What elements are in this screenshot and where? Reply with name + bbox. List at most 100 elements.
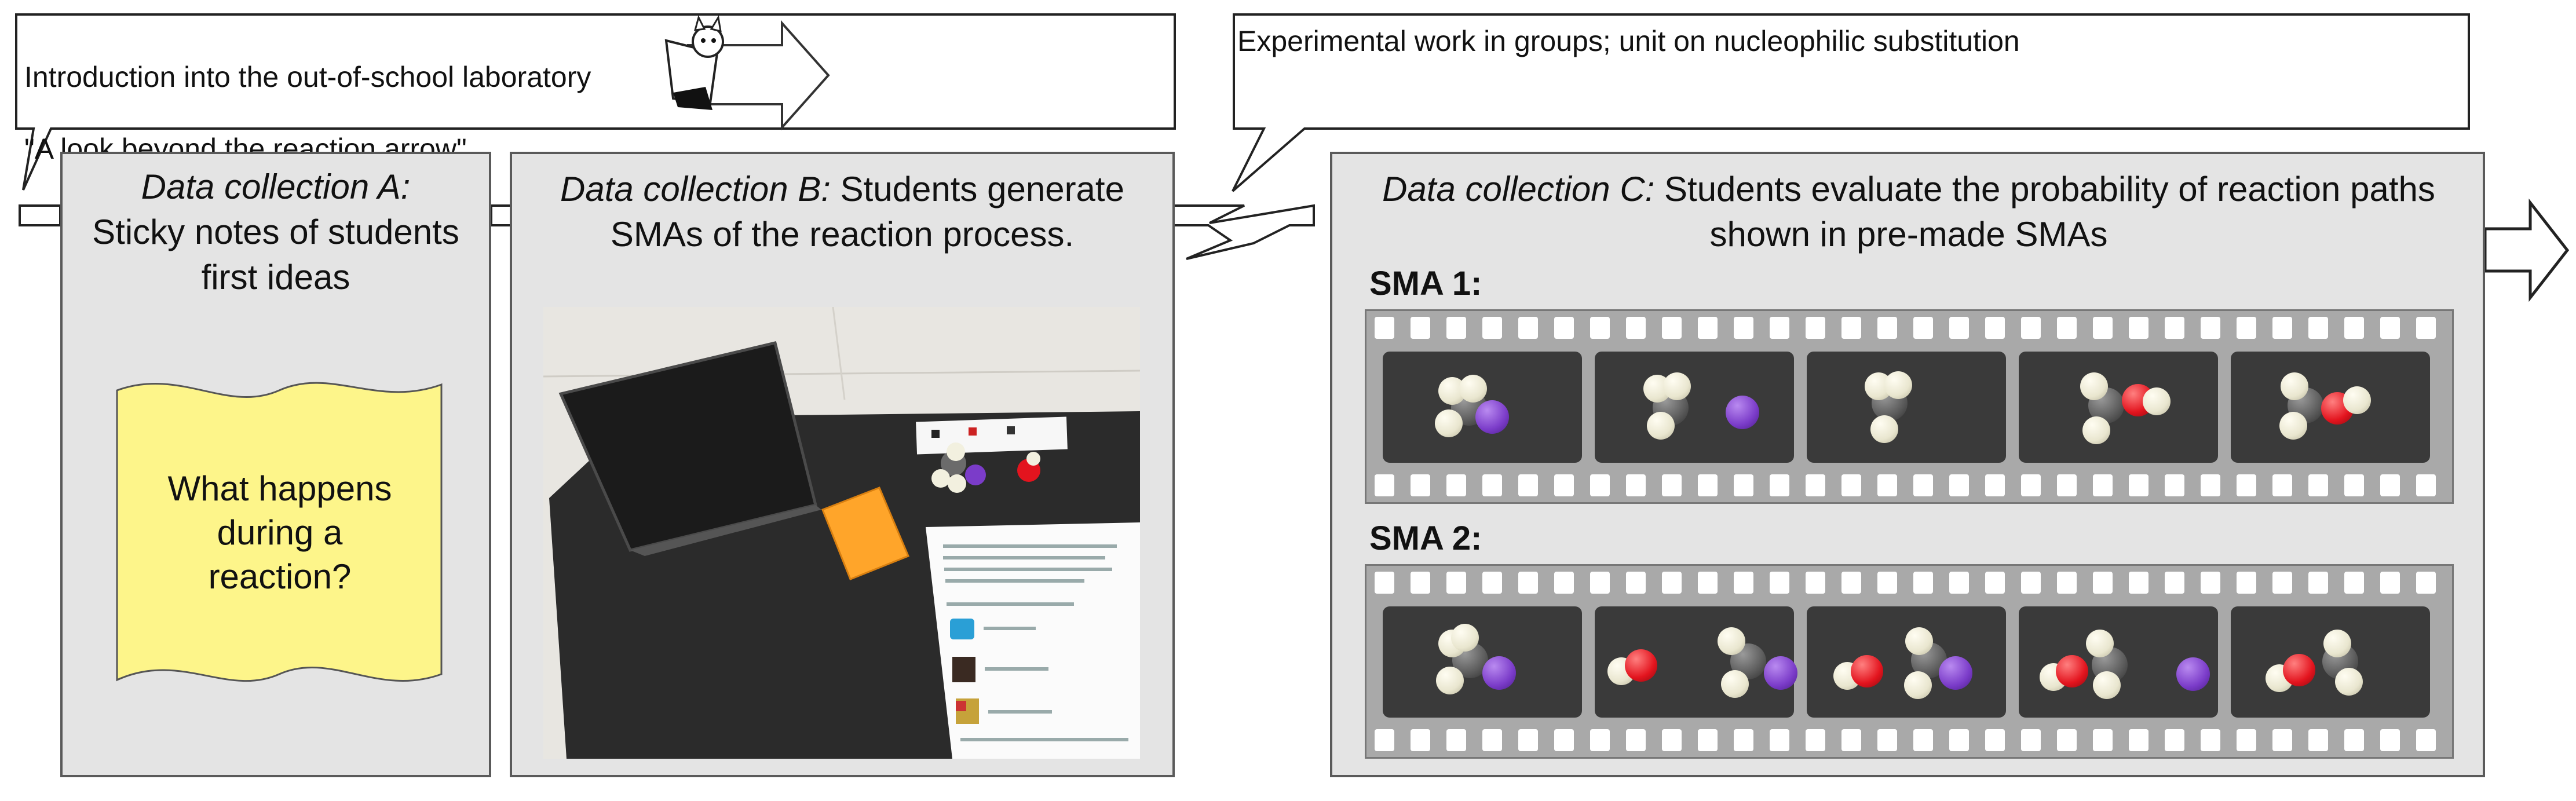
model-atom-hydrogen [1647, 412, 1675, 440]
film-sprocket-hole [1554, 729, 1574, 751]
film-sprocket-hole [2416, 729, 2436, 751]
film-sprocket-hole [1949, 317, 1969, 339]
sticky-note-shape [116, 382, 443, 682]
film-sprocket-hole [1770, 474, 1789, 496]
film-sprocket-hole [1482, 572, 1502, 594]
film-sprocket-hole [1590, 729, 1610, 751]
model-atom-hydrogen [2335, 668, 2363, 696]
model-atom-oxygen [2283, 654, 2315, 686]
film-sprocket-hole [1734, 474, 1753, 496]
film-sprocket-hole [2344, 729, 2364, 751]
film-sprocket-hole [2021, 474, 2041, 496]
data-collection-b-description: Students generate SMAs of the reaction p… [610, 170, 1124, 254]
film-sprocket-hole [2021, 317, 2041, 339]
film-sprocket-hole [1375, 474, 1394, 496]
model-atom-iodine [2176, 657, 2210, 691]
film-sprocket-hole [1949, 474, 1969, 496]
film-frame [2019, 606, 2218, 718]
film-sprocket-hole [1626, 729, 1646, 751]
film-sprocket-hole [1734, 317, 1753, 339]
sma1-label: SMA 1: [1369, 265, 1482, 302]
model-atom-hydrogen [1718, 627, 1745, 655]
film-sprocket-hole [1877, 317, 1897, 339]
film-sprocket-hole [1446, 317, 1466, 339]
film-sprocket-hole [2165, 729, 2184, 751]
film-sprocket-hole [1698, 729, 1718, 751]
model-atom-hydrogen [1435, 409, 1463, 437]
data-collection-c-label: Data collection C: [1382, 170, 1655, 209]
timeline-connector-a-b [490, 204, 513, 226]
film-sprocket-hole [1806, 474, 1825, 496]
film-sprocket-hole [1662, 572, 1682, 594]
film-sprocket-hole [2057, 317, 2077, 339]
film-sprocket-hole [2344, 572, 2364, 594]
film-sprocket-hole [1841, 317, 1861, 339]
model-atom-hydrogen [2093, 671, 2121, 699]
film-sprocket-hole [1590, 474, 1610, 496]
model-atom-hydrogen [1451, 624, 1479, 652]
film-sprocket-hole [1518, 572, 1538, 594]
film-sprocket-hole [1482, 317, 1502, 339]
film-sprocket-hole [1949, 572, 1969, 594]
film-sprocket-hole [1806, 572, 1825, 594]
data-collection-a-title: Data collection A: Sticky notes of stude… [74, 164, 477, 300]
film-frame [1807, 352, 2006, 463]
film-sprocket-hole [1770, 572, 1789, 594]
model-atom-hydrogen [1663, 372, 1691, 400]
film-sprocket-hole [1411, 572, 1430, 594]
film-sprocket-hole [1698, 474, 1718, 496]
film-sprocket-hole [2308, 572, 2328, 594]
film-sprocket-hole [1411, 317, 1430, 339]
film-sprocket-hole [2272, 474, 2292, 496]
film-sprocket-hole [1841, 572, 1861, 594]
timeline-zigzag-connector [1172, 204, 1315, 260]
film-frame [1595, 352, 1794, 463]
film-sprocket-hole [2201, 474, 2220, 496]
data-collection-a-box: Data collection A: Sticky notes of stude… [60, 152, 491, 777]
film-sprocket-hole [1375, 729, 1394, 751]
film-sprocket-hole [2380, 474, 2400, 496]
film-sprocket-hole [2129, 474, 2149, 496]
model-atom-hydrogen [1436, 667, 1464, 694]
film-sprocket-hole [2416, 474, 2436, 496]
timeline-end-arrow [2483, 198, 2570, 302]
film-sprocket-hole [2165, 317, 2184, 339]
film-frame [1383, 606, 1582, 718]
film-sprocket-hole [1518, 729, 1538, 751]
film-sprocket-hole [1662, 729, 1682, 751]
model-atom-hydrogen [2086, 630, 2114, 657]
film-sprocket-hole [1770, 729, 1789, 751]
film-sprocket-hole [1913, 474, 1933, 496]
model-atom-hydrogen [2281, 372, 2308, 400]
film-sprocket-hole [1913, 572, 1933, 594]
film-sprocket-hole [1841, 474, 1861, 496]
film-sprocket-hole [2021, 729, 2041, 751]
film-sprocket-hole [1806, 729, 1825, 751]
sma2-filmstrip [1365, 564, 2454, 759]
film-sprocket-hole [1985, 729, 2005, 751]
callout-group-bubble [1232, 13, 2470, 192]
sticky-note-text: What happens during a reaction? [167, 469, 392, 596]
film-sprocket-hole [2021, 572, 2041, 594]
film-sprocket-hole [2237, 572, 2256, 594]
film-sprocket-hole [2201, 729, 2220, 751]
film-frame [1383, 352, 1582, 463]
orange-sticky-note [821, 487, 909, 580]
model-atom-iodine [1726, 396, 1759, 429]
film-sprocket-hole [1877, 572, 1897, 594]
data-collection-b-label: Data collection B: [560, 170, 831, 209]
film-sprocket-hole [2237, 317, 2256, 339]
film-sprocket-hole [2201, 572, 2220, 594]
sma1-filmstrip [1365, 309, 2454, 504]
callout-group-text: Experimental work in groups; unit on nuc… [1237, 25, 2020, 57]
film-sprocket-hole [1482, 474, 1502, 496]
film-sprocket-hole [1770, 317, 1789, 339]
film-frame [2019, 352, 2218, 463]
film-sprocket-hole [1411, 474, 1430, 496]
model-atom-hydrogen [2343, 386, 2371, 414]
model-atom-hydrogen [1904, 671, 1932, 699]
film-sprocket-hole [1985, 474, 2005, 496]
model-atom-hydrogen [2323, 630, 2351, 657]
film-sprocket-hole [1375, 317, 1394, 339]
